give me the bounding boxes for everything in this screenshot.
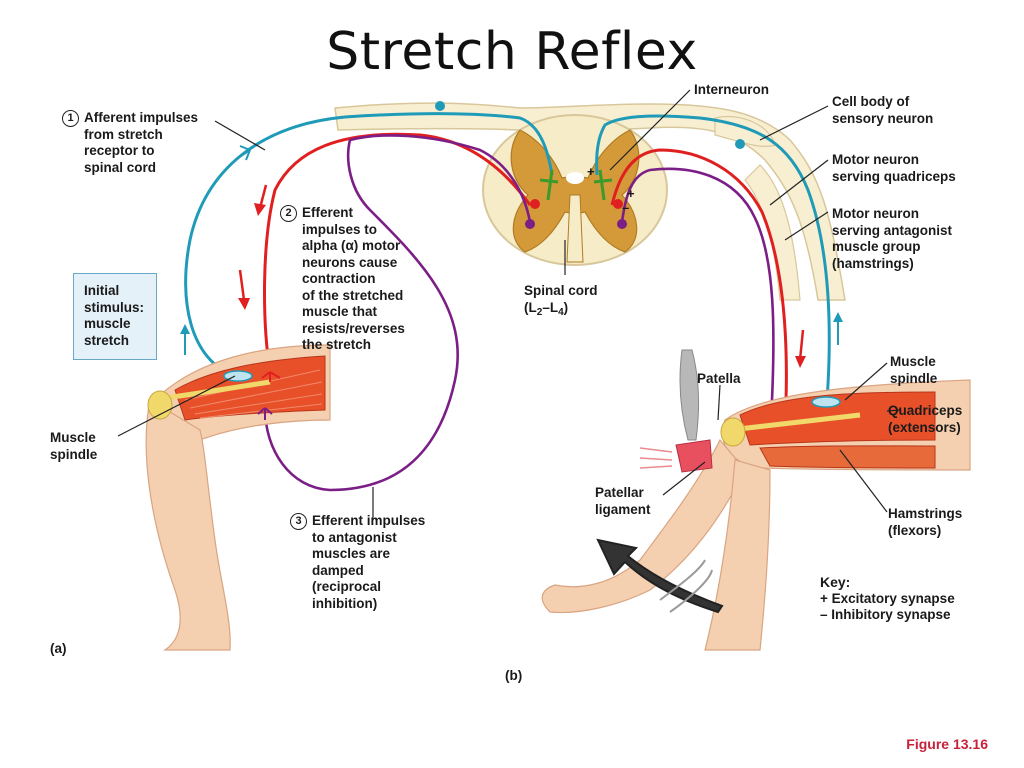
spinal-cord-label: Spinal cord (L2–L4) — [524, 283, 598, 321]
inhibitory-pathway-a-top — [349, 134, 532, 223]
efferent-arrowhead-b — [795, 356, 806, 368]
afferent-arrowhead-a2 — [180, 324, 190, 334]
muscle-spindle-label-a: Muscle spindle — [50, 430, 98, 462]
efferent-arrowhead-1 — [254, 203, 266, 216]
inhibitory-soma-left — [525, 219, 535, 229]
motor-soma-left — [530, 199, 540, 209]
leg-b-spindle — [811, 396, 841, 408]
key-inhibitory: – Inhibitory synapse — [820, 607, 951, 622]
interneuron-right — [593, 169, 613, 201]
interneuron-label: Interneuron — [694, 82, 770, 97]
afferent-arrowhead-b — [833, 312, 843, 322]
leg-motion-lines — [659, 559, 713, 613]
afferent-arrow — [234, 145, 251, 161]
ventral-root-right — [744, 164, 801, 301]
leg-a-shin — [145, 399, 231, 651]
sensory-cell-body-right — [735, 139, 745, 149]
step-number-3: 3 — [290, 513, 307, 530]
initial-stimulus-box: Initial stimulus: muscle stretch — [73, 273, 157, 360]
key-excitatory: + Excitatory synapse — [820, 590, 955, 606]
step-3-label: 3 Efferent impulses to antagonist muscle… — [290, 513, 425, 612]
efferent-arrow-2 — [238, 269, 246, 301]
leg-a-motor-ending — [261, 371, 281, 382]
cell-body-label: Cell body of sensory neuron — [832, 94, 934, 126]
gray-matter — [510, 129, 640, 253]
inhibitory-sign-right: – — [622, 200, 630, 215]
inhibitory-soma-right — [617, 219, 627, 229]
leg-a-muscle — [174, 355, 326, 421]
anterior-median-fissure — [566, 194, 584, 263]
hammer-motion-lines — [639, 447, 673, 469]
leg-b-shin — [541, 438, 746, 614]
hamstrings-label: Hamstrings (flexors) — [888, 506, 963, 538]
leg-b-knee — [720, 417, 746, 447]
panel-b-label: (b) — [505, 668, 523, 683]
page-title: Stretch Reflex — [326, 22, 698, 82]
central-canal — [566, 172, 584, 184]
motor-neuron-a — [263, 132, 532, 373]
reflex-hammer-icon — [679, 349, 700, 441]
patellar-ligament-label: Patellar ligament — [595, 485, 651, 517]
step-number-2: 2 — [280, 205, 297, 222]
step-2-label: 2 Efferent impulses to alpha (α) motor n… — [280, 205, 405, 354]
key-title: Key: — [820, 574, 851, 590]
motor-neuron-antagonist-label: Motor neuron serving antagonist muscle g… — [832, 206, 953, 271]
step-number-1: 1 — [62, 110, 79, 127]
leg-a-inhib-ending — [257, 407, 273, 420]
inhibitory-pathway-a — [263, 139, 459, 492]
motor-neuron-b — [610, 148, 788, 401]
muscle-spindle-label-b: Muscle spindle — [890, 354, 938, 386]
motor-soma-right — [613, 199, 623, 209]
excitatory-sign-right: + — [627, 186, 635, 201]
leg-b-hamstrings — [759, 445, 936, 469]
leader-lines — [117, 89, 901, 520]
motor-neuron-quadriceps-label: Motor neuron serving quadriceps — [832, 152, 956, 184]
excitatory-sign-left: + — [587, 164, 595, 179]
efferent-arrow-b — [798, 329, 805, 361]
leg-b-shin-down — [704, 459, 771, 651]
panel-a-label: (a) — [50, 641, 67, 656]
figure-reference: Figure 13.16 — [906, 736, 988, 752]
sensory-cell-body-left — [435, 101, 445, 111]
quadriceps-label: Quadriceps (extensors) — [888, 403, 963, 435]
key-legend: Key: + Excitatory synapse – Inhibitory s… — [820, 574, 955, 624]
patella-label: Patella — [697, 371, 741, 386]
sensory-neuron-a — [184, 112, 554, 378]
efferent-arrowhead-2 — [238, 298, 250, 310]
motion-arrow-icon — [596, 538, 724, 614]
reflex-hammer-head — [675, 439, 713, 473]
sensory-neuron-b — [595, 114, 831, 401]
spinal-cord-levels: (L2–L4) — [524, 299, 569, 318]
step-1-label: 1 Afferent impulses from stretch recepto… — [62, 110, 198, 176]
interneuron-left — [539, 169, 559, 201]
